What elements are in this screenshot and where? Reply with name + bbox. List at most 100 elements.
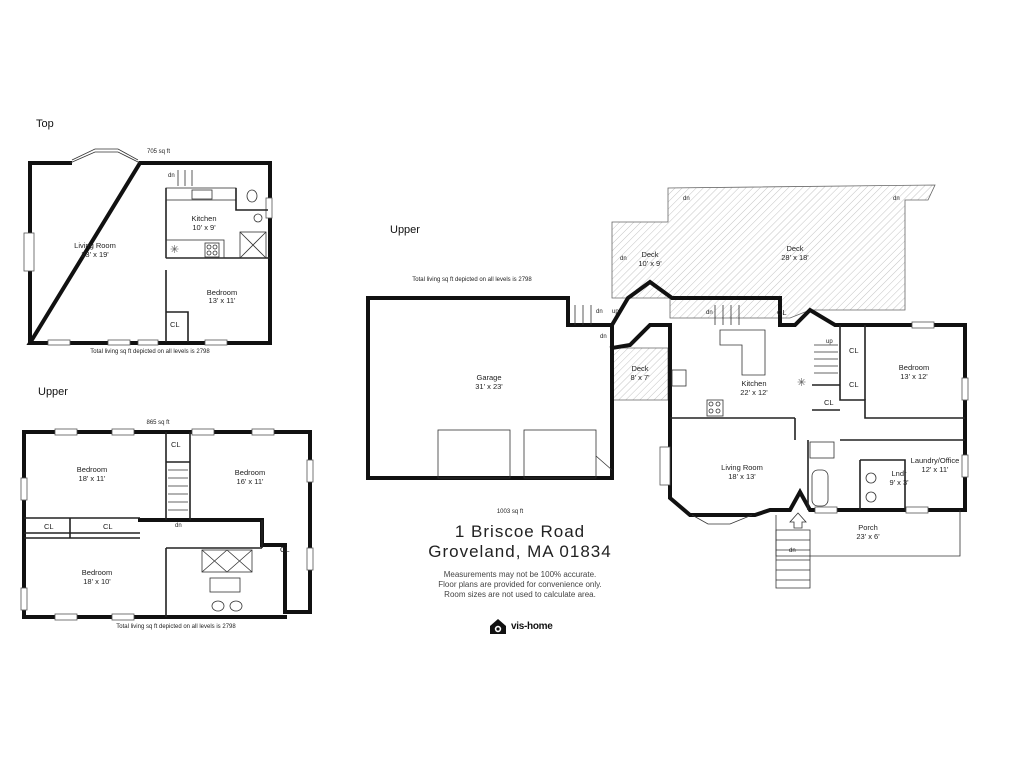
stair-label: dn bbox=[596, 309, 603, 315]
fireplace bbox=[659, 446, 671, 486]
stair-label: dn bbox=[600, 334, 607, 340]
room-dims: 18' x 13' bbox=[728, 472, 756, 481]
top-floor-plan: Top 705 sq ft ✳ bbox=[23, 118, 273, 355]
entry-arrow-icon bbox=[789, 512, 807, 529]
room-dims: 18' x 10' bbox=[83, 577, 111, 586]
room-name: Garage bbox=[476, 373, 501, 382]
closet-label: CL bbox=[824, 398, 834, 407]
double-sink bbox=[209, 577, 241, 593]
washer bbox=[865, 472, 877, 484]
closet-label: CL bbox=[280, 545, 290, 554]
room-name: Deck bbox=[786, 244, 803, 253]
property-info: 1 Briscoe Road Groveland, MA 01834 Measu… bbox=[420, 522, 620, 600]
room-dims: 31' x 23' bbox=[475, 382, 503, 391]
section-title-top: Top bbox=[36, 118, 54, 130]
room-dims: 22' x 12' bbox=[740, 388, 768, 397]
stair-label: dn bbox=[683, 196, 690, 202]
disclaimer: Measurements may not be 100% accurate. F… bbox=[420, 570, 620, 600]
upper-main-floor-plan: Upper Total living sq ft depicted on all… bbox=[366, 184, 969, 589]
room-dims: 16' x 11' bbox=[237, 477, 264, 486]
ceiling-fan-icon: ✳ bbox=[797, 377, 806, 389]
room-name: Bedroom bbox=[82, 568, 112, 577]
stove bbox=[706, 399, 724, 417]
room-dims: 9' x 3' bbox=[889, 478, 909, 487]
closet-label: CL bbox=[777, 308, 787, 317]
stair-label: up bbox=[612, 309, 619, 315]
fireplace bbox=[23, 232, 35, 272]
bay-window bbox=[69, 151, 141, 164]
top-floor-sqft: 705 sq ft bbox=[147, 149, 170, 155]
room-name: Living Room bbox=[721, 463, 763, 472]
toilet bbox=[211, 600, 225, 612]
room-name: Kitchen bbox=[741, 379, 766, 388]
room-dims: 8' x 7' bbox=[630, 373, 650, 382]
room-name: Bedroom bbox=[899, 363, 929, 372]
section-title-upper-left: Upper bbox=[38, 386, 68, 398]
stair-label: dn bbox=[789, 548, 796, 554]
closet-label: CL bbox=[849, 380, 859, 389]
vis-home-logo: vis-home bbox=[488, 616, 553, 636]
closet-label: CL bbox=[171, 440, 181, 449]
room-dims: 18' x 11' bbox=[79, 474, 106, 483]
room-name: Bedroom bbox=[77, 465, 107, 474]
stair-label: dn bbox=[893, 196, 900, 202]
stair-label: dn bbox=[706, 310, 713, 316]
garage-door bbox=[437, 429, 511, 479]
closet-label: CL bbox=[170, 320, 180, 329]
room-dims: 13' x 11' bbox=[209, 296, 236, 305]
room-name: Laundry/Office bbox=[911, 456, 960, 465]
porch-outline bbox=[775, 510, 961, 557]
logo-text: vis-home bbox=[511, 620, 553, 632]
room-name: Bedroom bbox=[235, 468, 265, 477]
stair-label: up bbox=[826, 339, 833, 345]
disclaimer-line: Room sizes are not used to calculate are… bbox=[444, 590, 596, 599]
address-street: 1 Briscoe Road bbox=[454, 522, 586, 541]
upper-left-floor-plan: Upper 865 sq ft dn B bbox=[20, 386, 314, 630]
house-outer-wall bbox=[609, 279, 967, 517]
top-floor-total: Total living sq ft depicted on all level… bbox=[90, 349, 210, 355]
stairs bbox=[814, 344, 838, 374]
upper-left-stair-label: dn bbox=[175, 523, 182, 529]
room-name: Kitchen bbox=[191, 214, 216, 223]
top-floor-outer-wall bbox=[26, 161, 272, 345]
room-dims: 28' x 18' bbox=[781, 253, 809, 262]
room-name: Deck bbox=[631, 364, 648, 373]
room-dims: 23' x 19' bbox=[81, 250, 109, 259]
toilet bbox=[246, 189, 258, 203]
closet-label: CL bbox=[44, 522, 54, 531]
room-dims: 23' x 6' bbox=[856, 532, 880, 541]
kitchen-island bbox=[719, 329, 766, 376]
upper-main-sqft: 1003 sq ft bbox=[497, 509, 524, 515]
deck-large bbox=[611, 184, 936, 319]
room-dims: 13' x 12' bbox=[900, 372, 928, 381]
closet-label: CL bbox=[849, 346, 859, 355]
upper-main-total: Total living sq ft depicted on all level… bbox=[412, 277, 532, 283]
window bbox=[47, 339, 71, 346]
disclaimer-line: Floor plans are provided for convenience… bbox=[438, 580, 602, 589]
upper-left-sqft: 865 sq ft bbox=[146, 420, 169, 426]
section-title-upper-main: Upper bbox=[390, 224, 420, 236]
room-dims: 10' x 9' bbox=[192, 223, 216, 232]
bathtub bbox=[811, 469, 829, 507]
upper-left-total: Total living sq ft depicted on all level… bbox=[116, 624, 236, 630]
upper-left-outer-wall bbox=[22, 430, 287, 619]
stair-label: dn bbox=[620, 256, 627, 262]
room-name: Porch bbox=[858, 523, 878, 532]
room-dims: 10' x 9' bbox=[638, 259, 662, 268]
top-stair-label: dn bbox=[168, 173, 175, 179]
house-camera-icon bbox=[490, 619, 506, 634]
ceiling-fan-icon: ✳ bbox=[170, 244, 179, 256]
room-name: Deck bbox=[641, 250, 658, 259]
kitchen-sink bbox=[191, 189, 213, 200]
room-name: Bedroom bbox=[207, 288, 237, 297]
room-dims: 12' x 11' bbox=[922, 465, 949, 474]
closet-label: CL bbox=[103, 522, 113, 531]
address-city: Groveland, MA 01834 bbox=[428, 542, 612, 561]
room-name: Lndr bbox=[891, 469, 907, 478]
stove bbox=[204, 242, 220, 258]
disclaimer-line: Measurements may not be 100% accurate. bbox=[443, 570, 597, 579]
bay-window bbox=[691, 514, 753, 525]
stairs bbox=[168, 469, 188, 511]
porch-stairs bbox=[775, 529, 811, 589]
